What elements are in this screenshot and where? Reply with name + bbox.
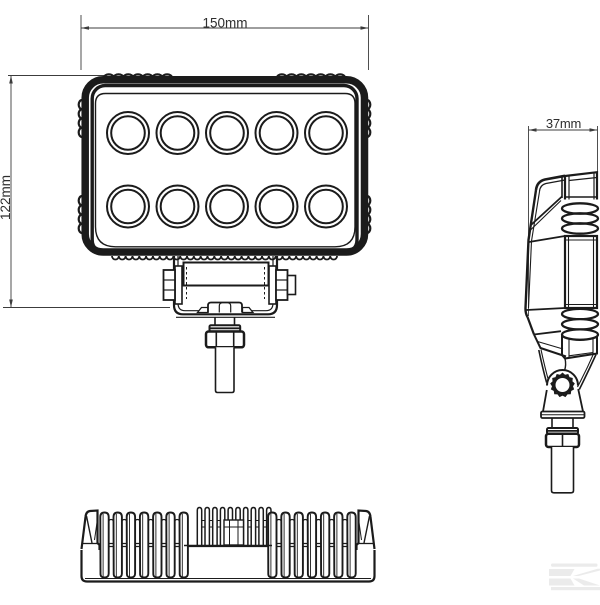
svg-text:37mm: 37mm bbox=[546, 116, 581, 131]
svg-text:150mm: 150mm bbox=[202, 16, 247, 31]
svg-text:122mm: 122mm bbox=[0, 175, 13, 220]
